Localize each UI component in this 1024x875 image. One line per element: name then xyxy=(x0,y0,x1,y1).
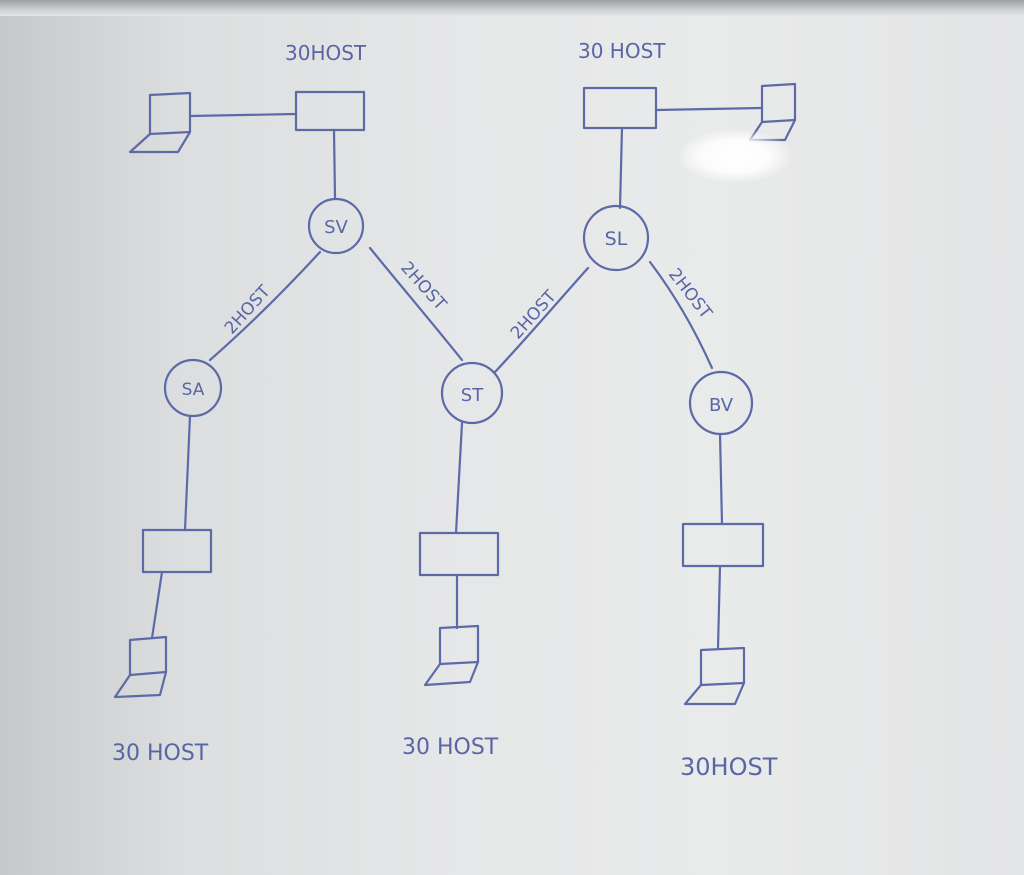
router-label-bv: BV xyxy=(709,395,734,416)
link-sv-sa xyxy=(208,250,322,362)
lan-label-sv: 30HOST xyxy=(285,41,367,65)
cable-line xyxy=(716,564,722,650)
lan-sl: 30 HOST SL xyxy=(578,39,797,272)
laptop-icon xyxy=(128,91,192,154)
router-sa xyxy=(163,358,223,418)
switch-icon xyxy=(294,90,366,132)
link-st-sl xyxy=(493,266,590,374)
lan-label-bv: 30HOST xyxy=(680,753,778,781)
router-sl xyxy=(582,204,650,272)
lan-sa: SA 30 HOST xyxy=(112,358,223,766)
cable-line xyxy=(454,421,464,535)
cable-line xyxy=(718,432,724,526)
link-sv-st xyxy=(368,246,464,362)
link-sl-bv xyxy=(648,260,714,370)
link-label-sv-sa: 2HOST xyxy=(221,281,275,338)
router-label-sv: SV xyxy=(324,217,348,238)
laptop-icon xyxy=(683,646,746,706)
router-sv xyxy=(307,197,365,255)
cable-line xyxy=(183,414,192,532)
link-label-st-sl: 2HOST xyxy=(507,286,561,343)
link-label-sv-st: 2HOST xyxy=(396,258,450,315)
lan-label-sl: 30 HOST xyxy=(578,39,666,63)
lan-label-st: 30 HOST xyxy=(402,735,499,760)
cable-line xyxy=(150,570,164,640)
laptop-icon xyxy=(113,635,168,699)
lan-st: ST 30 HOST xyxy=(402,361,504,760)
switch-icon xyxy=(681,522,765,568)
lan-label-sa: 30 HOST xyxy=(112,741,209,766)
switch-icon xyxy=(141,528,213,574)
router-label-sl: SL xyxy=(605,228,628,250)
cable-line xyxy=(332,128,337,200)
switch-icon xyxy=(418,531,500,577)
router-label-st: ST xyxy=(461,385,484,406)
router-label-sa: SA xyxy=(182,380,205,400)
whiteboard-top-rail xyxy=(0,0,1024,16)
laptop-icon xyxy=(423,624,480,687)
lan-sv: 30HOST SV xyxy=(128,41,367,255)
cable-line xyxy=(618,126,624,210)
cable-line xyxy=(188,112,298,118)
light-reflection xyxy=(680,130,790,182)
cable-line xyxy=(654,106,764,112)
lan-bv: BV 30HOST xyxy=(680,370,778,781)
switch-icon xyxy=(582,86,658,130)
router-st xyxy=(440,361,504,425)
